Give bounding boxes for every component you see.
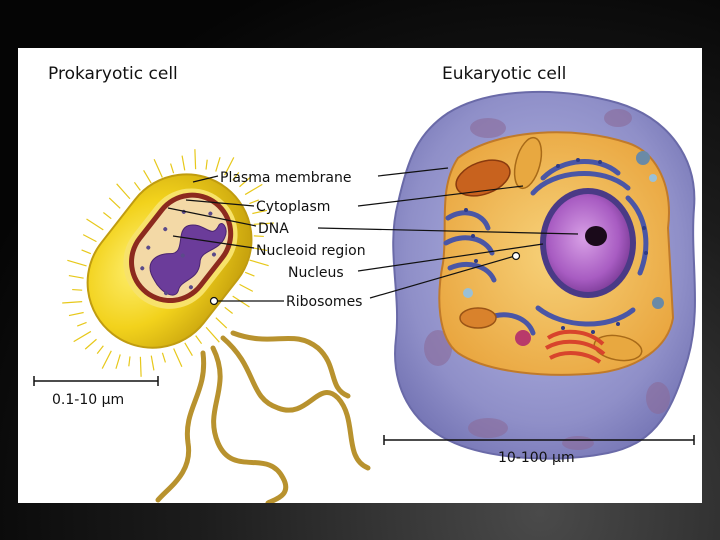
- golgi-apparatus: [544, 329, 606, 364]
- pili-hairs: [62, 149, 274, 377]
- ribosome-marker-left: [209, 296, 219, 306]
- er-ribosomes: [464, 158, 648, 334]
- label-nucleoid-region: Nucleoid region: [256, 243, 366, 259]
- leader-nucleus: [357, 243, 544, 272]
- leader-ribosomes-right: [369, 255, 516, 299]
- mitochondria: [455, 136, 643, 362]
- eukaryotic-cell-illustration: [392, 90, 697, 460]
- label-ribosomes: Ribosomes: [286, 294, 362, 310]
- leader-plasma-membrane-left: [192, 175, 219, 183]
- scale-bar-eukaryotic: [383, 435, 695, 445]
- flagella: [155, 330, 371, 503]
- nucleolus: [585, 226, 607, 246]
- lysosomes: [463, 151, 664, 346]
- leader-plasma-membrane-right: [377, 167, 449, 177]
- endoplasmic-reticulum: [443, 159, 649, 336]
- scale-label-prokaryotic: 0.1-10 µm: [52, 392, 124, 408]
- leader-cytoplasm-left: [185, 199, 255, 207]
- diagram-panel: Prokaryotic cell Eukaryotic cell: [18, 48, 702, 503]
- nucleus: [546, 194, 630, 292]
- eukaryotic-title: Eukaryotic cell: [442, 64, 566, 84]
- leader-cytoplasm-right: [357, 185, 524, 207]
- label-cytoplasm: Cytoplasm: [256, 199, 330, 215]
- label-plasma-membrane: Plasma membrane: [220, 170, 351, 186]
- prokaryotic-title: Prokaryotic cell: [48, 64, 178, 84]
- ribosome-marker-right: [511, 251, 521, 261]
- prokaryotic-cell-illustration: [62, 149, 371, 503]
- cell-comparison-figure: Prokaryotic cell Eukaryotic cell: [33, 64, 697, 503]
- label-nucleus: Nucleus: [288, 265, 344, 281]
- leader-lines: [167, 167, 579, 302]
- label-dna: DNA: [258, 221, 289, 237]
- scale-label-eukaryotic: 10-100 µm: [498, 450, 575, 466]
- leader-dna-right: [317, 227, 579, 235]
- leader-nucleoid: [172, 235, 255, 249]
- scale-bar-prokaryotic: [33, 376, 159, 386]
- ribosome-dots: [140, 209, 216, 296]
- leader-dna: [167, 207, 257, 227]
